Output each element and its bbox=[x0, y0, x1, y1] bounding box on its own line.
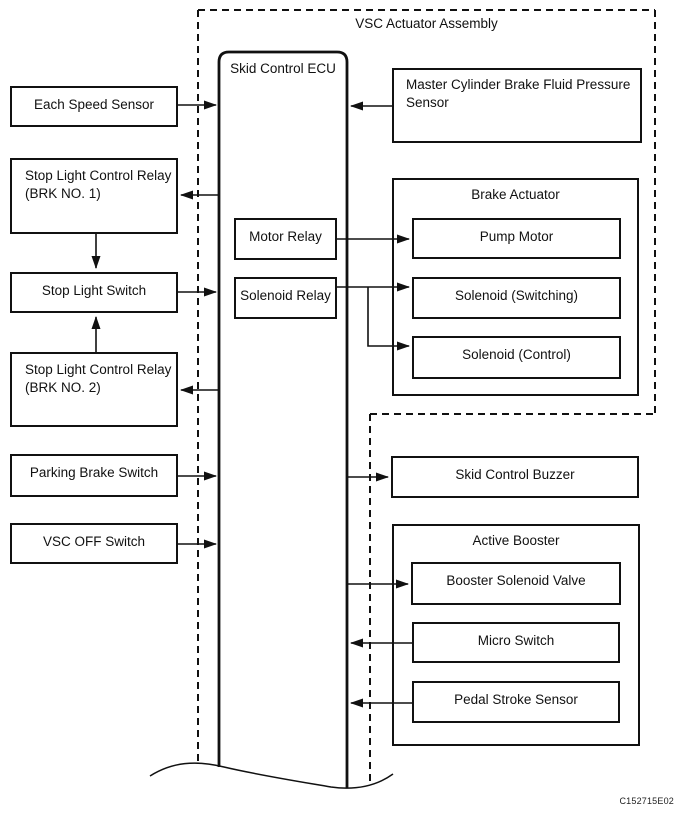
brake-actuator-group-box: Brake Actuator bbox=[392, 178, 639, 396]
box-label: Solenoid (Control) bbox=[462, 347, 571, 362]
vsc-off-switch-box: VSC OFF Switch bbox=[10, 523, 178, 564]
active-booster-group-box: Active Booster bbox=[392, 524, 640, 746]
box-label: Pump Motor bbox=[479, 229, 554, 244]
box-label: Micro Switch bbox=[477, 633, 555, 648]
box-label: Booster Solenoid Valve bbox=[446, 573, 586, 588]
skid-control-ecu-outline bbox=[217, 50, 349, 788]
solenoid-control-box: Solenoid (Control) bbox=[412, 336, 621, 379]
box-label: Parking Brake Switch bbox=[29, 465, 159, 480]
brake-actuator-title: Brake Actuator bbox=[471, 187, 560, 202]
active-booster-title: Active Booster bbox=[472, 533, 560, 548]
arrow-solenoid-relay-to-control bbox=[367, 287, 410, 351]
each-speed-sensor-box: Each Speed Sensor bbox=[10, 86, 178, 127]
pump-motor-box: Pump Motor bbox=[412, 218, 621, 259]
box-label: Solenoid Relay bbox=[240, 288, 331, 303]
pedal-stroke-sensor-box: Pedal Stroke Sensor bbox=[412, 681, 620, 723]
stop-light-control-relay-1-box: Stop Light Control Relay (BRK NO. 1) bbox=[10, 158, 178, 234]
booster-solenoid-valve-box: Booster Solenoid Valve bbox=[411, 562, 621, 605]
figure-code: C152715E02 bbox=[619, 796, 674, 806]
solenoid-switching-box: Solenoid (Switching) bbox=[412, 277, 621, 319]
skid-control-ecu-label: Skid Control ECU bbox=[230, 61, 336, 76]
assembly-dashed-boundary bbox=[197, 9, 656, 781]
skid-control-buzzer-box: Skid Control Buzzer bbox=[391, 456, 639, 498]
parking-brake-switch-box: Parking Brake Switch bbox=[10, 454, 178, 497]
diagram-break-wave bbox=[149, 762, 394, 789]
box-label-line2: (BRK NO. 1) bbox=[25, 185, 101, 201]
box-label: Solenoid (Switching) bbox=[454, 288, 579, 303]
box-label: Pedal Stroke Sensor bbox=[454, 692, 578, 707]
micro-switch-box: Micro Switch bbox=[412, 622, 620, 663]
box-label: Each Speed Sensor bbox=[33, 97, 155, 112]
box-label: VSC OFF Switch bbox=[42, 534, 145, 549]
box-label: Skid Control Buzzer bbox=[455, 467, 575, 482]
box-label-line1: Master Cylinder Brake Fluid Pressure bbox=[406, 77, 631, 92]
stop-light-switch-box: Stop Light Switch bbox=[10, 272, 178, 313]
box-label: Stop Light Switch bbox=[41, 283, 147, 298]
motor-relay-box: Motor Relay bbox=[234, 218, 337, 260]
box-label-line2: (BRK NO. 2) bbox=[25, 379, 101, 395]
solenoid-relay-box: Solenoid Relay bbox=[234, 277, 337, 319]
master-cylinder-pressure-sensor-box: Master Cylinder Brake Fluid Pressure Sen… bbox=[392, 68, 642, 143]
assembly-title: VSC Actuator Assembly bbox=[355, 16, 498, 31]
stop-light-control-relay-2-box: Stop Light Control Relay (BRK NO. 2) bbox=[10, 352, 178, 427]
box-label-line2: Sensor bbox=[406, 94, 449, 110]
box-label-line1: Stop Light Control Relay bbox=[25, 362, 172, 377]
box-label: Motor Relay bbox=[249, 229, 322, 244]
box-label-line1: Stop Light Control Relay bbox=[25, 168, 172, 183]
